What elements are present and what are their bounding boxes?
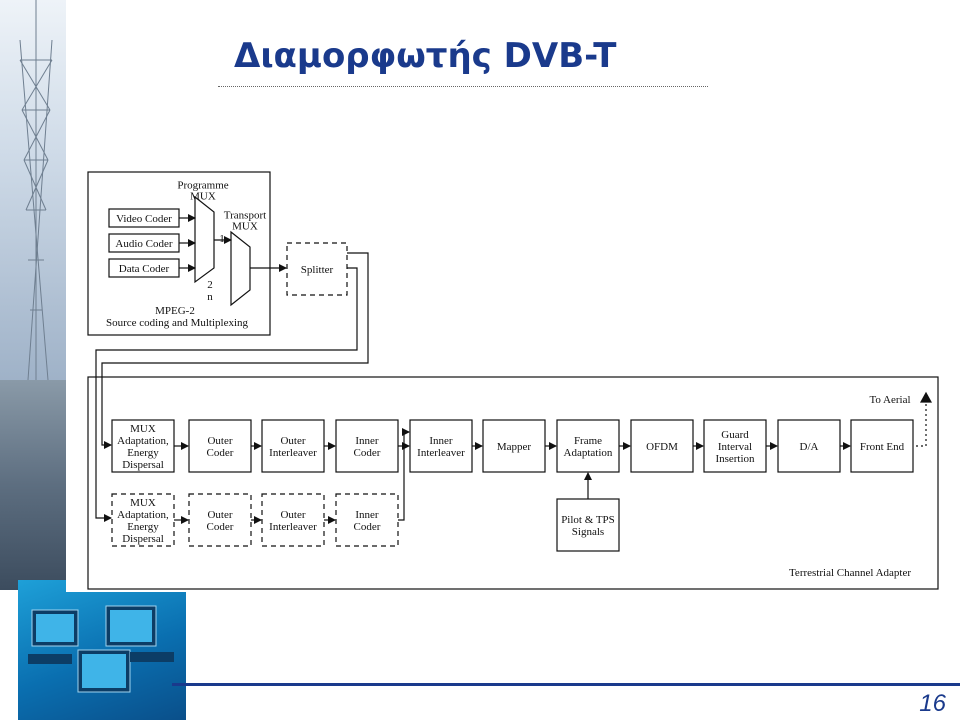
- source-coding-box: [87, 171, 271, 336]
- main-label-frame-adaptation-6: Frame: [574, 435, 602, 447]
- main-label-guard-interval-insertion-8: Insertion: [715, 453, 755, 465]
- tower-lattice-graphic: [19, 0, 53, 380]
- transport-input-2-label: 2: [207, 279, 213, 291]
- main-label-inner-interleaver-4: Interleaver: [417, 447, 465, 459]
- splitter-label: Splitter: [301, 264, 334, 276]
- tower-photo: [0, 0, 66, 380]
- source-caption-line2: Source coding and Multiplexing: [106, 317, 249, 329]
- secondary-label-inner-coder-3: Coder: [354, 521, 381, 533]
- programme-mux-label: Programme: [177, 180, 228, 192]
- main-label-mux-adaptation-energy-dispersal-0: Energy: [127, 447, 159, 459]
- main-label-guard-interval-insertion-8: Interval: [718, 441, 752, 453]
- splitter-to-main-chain-line: [101, 252, 369, 449]
- secondary-label-outer-interleaver-2: Outer: [280, 509, 305, 521]
- equipment-photo: [0, 380, 66, 590]
- secondary-label-outer-interleaver-2: Interleaver: [269, 521, 317, 533]
- splitter-box: [286, 242, 348, 296]
- secondary-block-outer-interleaver-2: [261, 493, 325, 547]
- main-label-frame-adaptation-6: Adaptation: [564, 447, 613, 459]
- main-label-mapper-5: Mapper: [497, 441, 532, 453]
- diagram-area: [66, 122, 942, 592]
- main-label-inner-coder-3: Inner: [355, 435, 379, 447]
- secondary-label-outer-coder-1: Outer: [207, 509, 232, 521]
- programme-mux-label: MUX: [190, 191, 216, 203]
- splitter-to-secondary-chain-line: [95, 267, 358, 522]
- page-number: 16: [919, 690, 946, 717]
- slide-title: Διαμορφωτής DVB-T: [234, 36, 617, 76]
- main-label-outer-interleaver-2: Interleaver: [269, 447, 317, 459]
- source-caption-line1: MPEG-2: [155, 305, 195, 317]
- transport-input-n-label: n: [207, 291, 213, 303]
- computers-photo: [18, 580, 186, 720]
- programme-mux-shape: [194, 195, 215, 284]
- to-aerial-arrow-head: [919, 391, 933, 403]
- transport-mux-label: Transport: [224, 210, 266, 222]
- main-label-d-a-9: D/A: [800, 441, 819, 453]
- channel-adapter-caption: Terrestrial Channel Adapter: [789, 567, 911, 579]
- coder-label-audio-coder: Audio Coder: [115, 238, 172, 250]
- channel-adapter-box: [87, 376, 939, 590]
- to-aerial-label: To Aerial: [869, 394, 910, 406]
- main-label-mux-adaptation-energy-dispersal-0: Dispersal: [122, 459, 164, 471]
- main-label-outer-interleaver-2: Outer: [280, 435, 305, 447]
- main-block-front-end-10: [850, 419, 914, 473]
- main-label-outer-coder-1: Coder: [207, 447, 234, 459]
- main-label-inner-coder-3: Coder: [354, 447, 381, 459]
- pilot-tps-label: Pilot & TPS: [561, 514, 615, 526]
- secondary-label-outer-coder-1: Coder: [207, 521, 234, 533]
- secondary-to-inner-interleaver-arrow: [398, 428, 410, 521]
- secondary-block-outer-coder-1: [188, 493, 252, 547]
- secondary-block-inner-coder-3: [335, 493, 399, 547]
- main-label-guard-interval-insertion-8: Guard: [721, 429, 749, 441]
- coder-label-video-coder: Video Coder: [116, 213, 172, 225]
- title-underline: [218, 86, 708, 87]
- main-label-outer-coder-1: Outer: [207, 435, 232, 447]
- main-label-ofdm-7: OFDM: [646, 441, 678, 453]
- secondary-label-mux-adaptation-energy-dispersal-0: Dispersal: [122, 533, 164, 545]
- transport-mux-label: MUX: [232, 221, 258, 233]
- secondary-label-inner-coder-3: Inner: [355, 509, 379, 521]
- secondary-label-mux-adaptation-energy-dispersal-0: Adaptation,: [117, 509, 169, 521]
- coder-label-data-coder: Data Coder: [119, 263, 170, 275]
- main-label-mux-adaptation-energy-dispersal-0: MUX: [130, 423, 156, 435]
- transport-input-1-label: 1: [219, 233, 225, 245]
- computers-graphic: [28, 605, 174, 693]
- footer-rule: [172, 683, 960, 686]
- secondary-block-mux-adaptation-energy-dispersal-0: [111, 493, 175, 547]
- transport-mux-shape: [230, 230, 251, 307]
- secondary-label-mux-adaptation-energy-dispersal-0: MUX: [130, 497, 156, 509]
- main-label-front-end-10: Front End: [860, 441, 905, 453]
- pilot-tps-label: Signals: [572, 526, 604, 538]
- front-end-to-aerial-line: [913, 404, 927, 447]
- main-label-inner-interleaver-4: Inner: [429, 435, 453, 447]
- main-label-mux-adaptation-energy-dispersal-0: Adaptation,: [117, 435, 169, 447]
- secondary-label-mux-adaptation-energy-dispersal-0: Energy: [127, 521, 159, 533]
